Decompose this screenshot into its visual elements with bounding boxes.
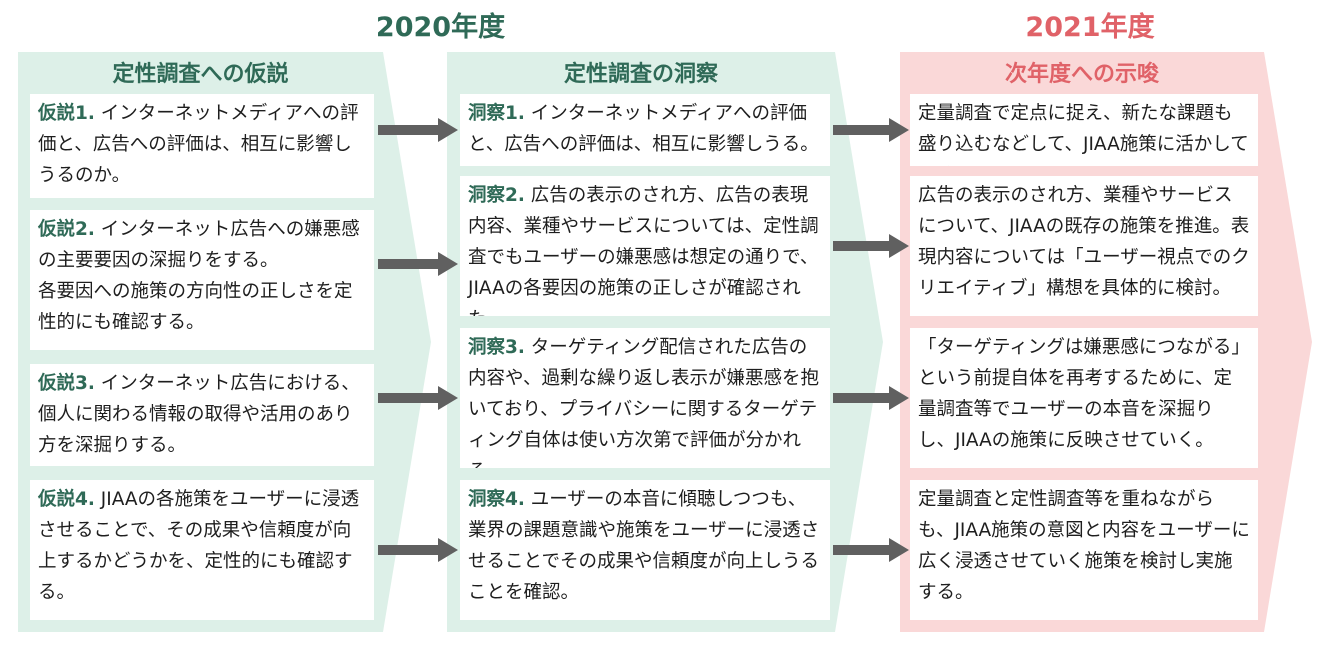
arrow-right-icon [833,234,909,258]
insight-label: 洞察2. [468,185,525,206]
arrow-right-icon [378,538,458,562]
insight-text: 広告の表示のされ方、広告の表現内容、業種やサービスについては、定性調査でもユーザ… [468,185,819,316]
arrow-right-icon [833,538,909,562]
insight-label: 洞察4. [468,489,525,510]
implication-card-2: 広告の表示のされ方、業種やサービスについて、JIAAの既存の施策を推進。表現内容… [910,176,1258,316]
implication-text: 定量調査で定点に捉え、新たな課題も盛り込むなどして、JIAA施策に活かしていく。 [918,103,1249,166]
implication-card-4: 定量調査と定性調査等を重ねながらも、JIAA施策の意図と内容をユーザーに広く浸透… [910,480,1258,620]
implication-text: 広告の表示のされ方、業種やサービスについて、JIAAの既存の施策を推進。表現内容… [918,185,1250,299]
implication-card-3: 「ターゲティングは嫌悪感につながる」という前提自体を再考するために、定量調査等で… [910,328,1258,468]
insight-text: ユーザーの本音に傾聴しつつも、業界の課題意識や施策をユーザーに浸透させることでそ… [468,489,820,603]
implication-card-1: 定量調査で定点に捉え、新たな課題も盛り込むなどして、JIAA施策に活かしていく。 [910,94,1258,166]
implication-text: 定量調査と定性調査等を重ねながらも、JIAA施策の意図と内容をユーザーに広く浸透… [918,489,1250,603]
hypothesis-text: JIAAの各施策をユーザーに浸透させることで、その成果や信頼度が向上するかどうか… [38,489,360,603]
insight-label: 洞察1. [468,103,525,124]
implication-text: 「ターゲティングは嫌悪感につながる」という前提自体を再考するために、定量調査等で… [918,337,1250,451]
hypothesis-card-1: 仮説1. インターネットメディアへの評価と、広告への評価は、相互に影響しうるのか… [30,94,374,198]
hypothesis-label: 仮説2. [38,219,95,240]
hypothesis-text: インターネット広告への嫌悪感の主要要因の深掘りをする。 [38,219,360,271]
hypothesis-card-2: 仮説2. インターネット広告への嫌悪感の主要要因の深掘りをする。 各要因への施策… [30,210,374,350]
arrow-right-icon [833,118,909,142]
hypothesis-card-4: 仮説4. JIAAの各施策をユーザーに浸透させることで、その成果や信頼度が向上す… [30,480,374,620]
implications-title: 次年度への示唆 [1004,62,1159,87]
hypothesis-card-3: 仮説3. インターネット広告における、個人に関わる情報の取得や活用のあり方を深掘… [30,364,374,466]
insight-card-1: 洞察1. インターネットメディアへの評価と、広告への評価は、相互に影響しうる。 [460,94,830,166]
insight-card-4: 洞察4. ユーザーの本音に傾聴しつつも、業界の課題意識や施策をユーザーに浸透させ… [460,480,830,620]
arrow-right-icon [378,386,458,410]
insight-text: ターゲティング配信された広告の内容や、過剰な繰り返し表示が嫌悪感を抱いており、プ… [468,337,819,468]
hypothesis-label: 仮説3. [38,373,95,394]
hypotheses-title: 定性調査への仮説 [112,62,289,87]
insight-label: 洞察3. [468,337,525,358]
hypothesis-label: 仮説4. [38,489,95,510]
arrow-right-icon [378,118,458,142]
hypothesis-text-secondary: 各要因への施策の方向性の正しさを定性的にも確認する。 [38,281,353,333]
insight-card-2: 洞察2. 広告の表示のされ方、広告の表現内容、業種やサービスについては、定性調査… [460,176,830,316]
arrow-right-icon [378,252,458,276]
hypothesis-text: インターネットメディアへの評価と、広告への評価は、相互に影響しうるのか。 [38,103,359,186]
insights-title: 定性調査の洞察 [563,62,718,87]
hypothesis-text: インターネット広告における、個人に関わる情報の取得や活用のあり方を深掘りする。 [38,373,360,456]
hypothesis-label: 仮説1. [38,103,95,124]
arrow-right-icon [833,386,909,410]
insight-text: インターネットメディアへの評価と、広告への評価は、相互に影響しうる。 [468,103,819,155]
year-2021-heading: 2021年度 [1025,12,1155,43]
insight-card-3: 洞察3. ターゲティング配信された広告の内容や、過剰な繰り返し表示が嫌悪感を抱い… [460,328,830,468]
year-2020-heading: 2020年度 [375,12,506,43]
